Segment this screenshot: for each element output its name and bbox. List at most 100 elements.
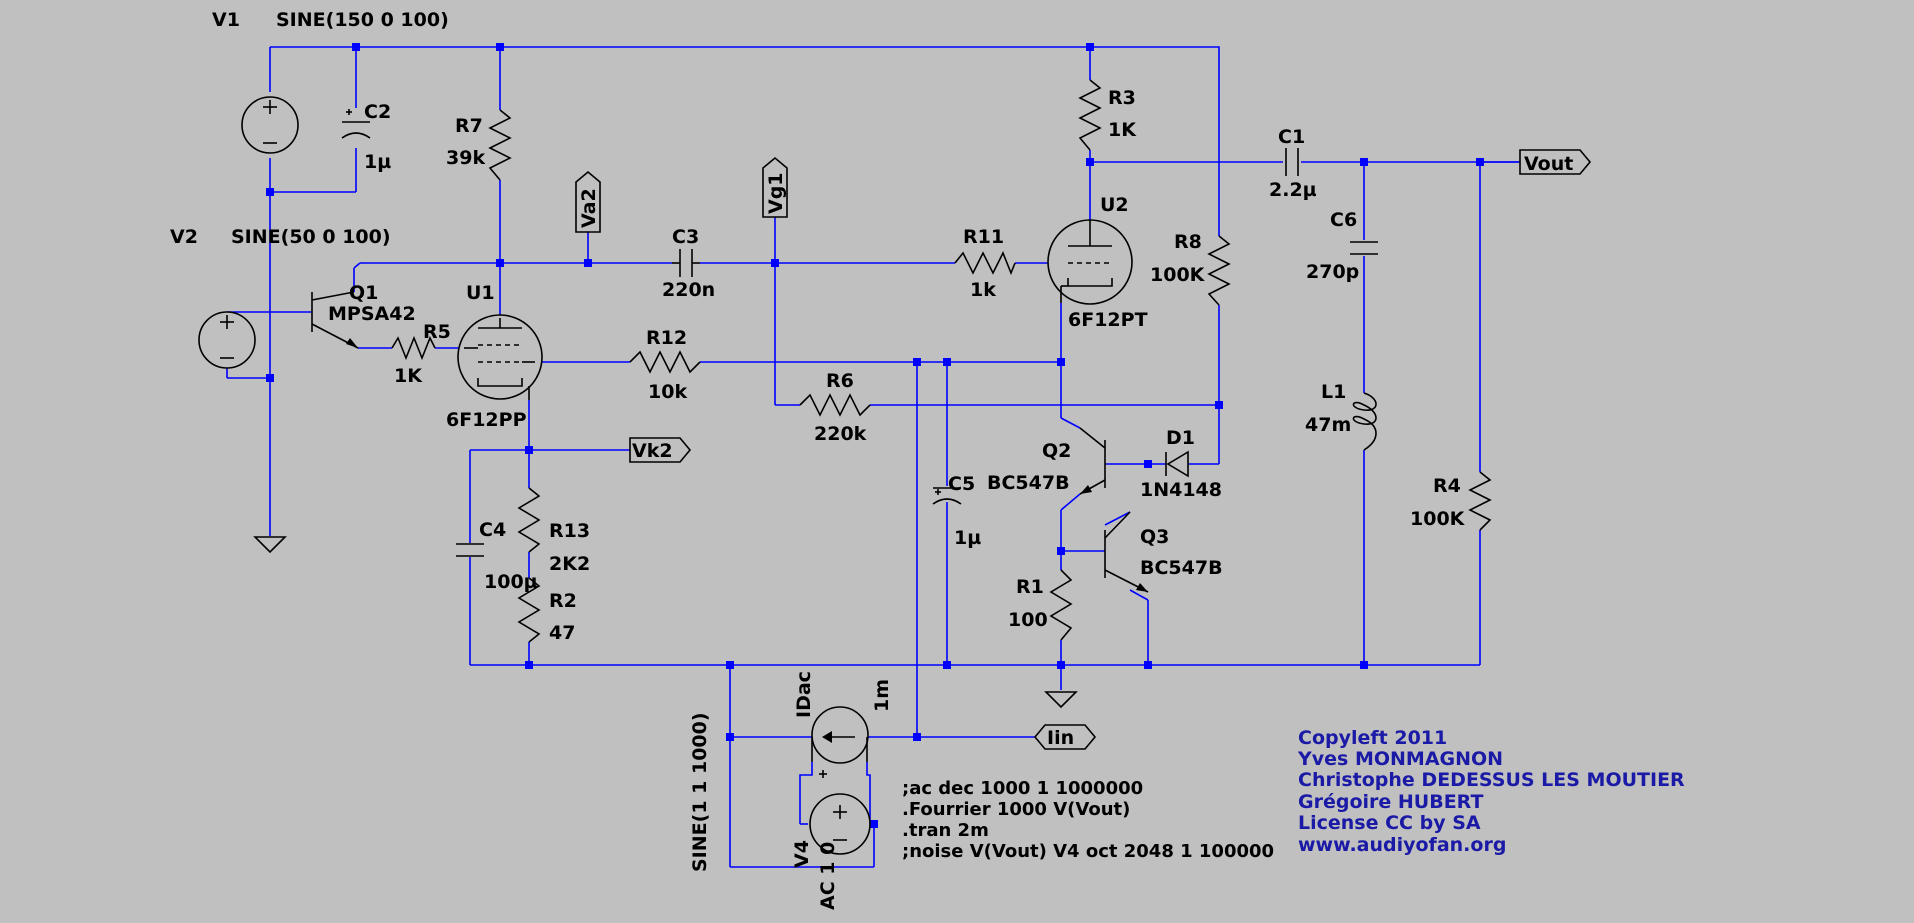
r1-value: 100	[1008, 609, 1048, 631]
r6-resistor-symbol	[799, 393, 871, 417]
wires	[226, 46, 1520, 868]
u2-name: U2	[1100, 194, 1129, 216]
r5-resistor-symbol	[391, 335, 436, 361]
net-label-iin: Iin	[1033, 724, 1097, 750]
c1-value: 2.2µ	[1269, 179, 1317, 201]
r7-value: 39k	[446, 147, 485, 169]
r4-name: R4	[1433, 475, 1461, 497]
u2-tube-symbol	[1047, 219, 1133, 305]
r6-name: R6	[826, 370, 854, 392]
svg-text:Vk2: Vk2	[632, 440, 673, 462]
v2-name: V2	[170, 226, 198, 248]
c4-value: 100µ	[484, 571, 538, 593]
r2-value: 47	[549, 622, 575, 644]
r8-name: R8	[1174, 231, 1202, 253]
c5-capacitor-symbol	[932, 487, 962, 505]
ground-symbol	[253, 536, 1078, 709]
c2-value: 1µ	[364, 151, 391, 173]
c3-capacitor-symbol	[672, 249, 700, 277]
d1-value: 1N4148	[1140, 479, 1222, 501]
idac-value: 1m	[871, 679, 893, 712]
r6-value: 220k	[814, 423, 867, 445]
c1-capacitor-symbol	[1285, 148, 1299, 176]
c2-capacitor-symbol	[341, 109, 371, 139]
directive-noise: ;noise V(Vout) V4 oct 2048 1 100000	[902, 841, 1274, 862]
r7-resistor-symbol	[488, 109, 512, 181]
r1-resistor-symbol	[1049, 569, 1073, 641]
credit-line: www.audiyofan.org	[1298, 834, 1506, 856]
q2-name: Q2	[1042, 440, 1071, 462]
c6-capacitor-symbol	[1350, 241, 1378, 255]
directive-fourier: .Fourrier 1000 V(Vout)	[902, 799, 1130, 820]
v4-ac: AC 1 0	[817, 842, 839, 910]
svg-text:Vg1: Vg1	[765, 172, 787, 214]
l1-inductor-symbol	[1352, 392, 1377, 451]
c2-name: C2	[364, 101, 391, 123]
r13-name: R13	[549, 520, 590, 542]
c6-value: 270p	[1306, 261, 1359, 283]
r11-resistor-symbol	[954, 251, 1016, 276]
r8-value: 100K	[1150, 264, 1206, 286]
credit-line: License CC by SA	[1298, 812, 1481, 834]
q2-value: BC547B	[987, 472, 1070, 494]
v4-source-symbol	[809, 770, 871, 855]
idac-name: IDac	[793, 671, 815, 718]
q3-transistor-symbol	[1104, 511, 1149, 593]
r12-value: 10k	[648, 381, 687, 403]
c3-value: 220n	[662, 279, 715, 301]
u2-value: 6F12PT	[1068, 309, 1148, 331]
u1-name: U1	[466, 282, 495, 304]
credit-line: Grégoire HUBERT	[1298, 791, 1483, 813]
v1-value: SINE(150 0 100)	[276, 9, 449, 31]
svg-text:Vout: Vout	[1524, 153, 1573, 175]
u1-tube-symbol	[457, 314, 543, 400]
c4-capacitor-symbol	[456, 543, 484, 557]
l1-value: 47m	[1305, 414, 1351, 436]
q1-value: MPSA42	[328, 303, 416, 325]
q3-value: BC547B	[1140, 557, 1223, 579]
r1-name: R1	[1016, 576, 1044, 598]
net-label-vg1: Vg1	[762, 156, 788, 218]
r7-name: R7	[455, 115, 483, 137]
credit-line: Yves MONMAGNON	[1297, 748, 1503, 770]
v1-source-symbol	[241, 96, 299, 154]
idac-current-source-symbol	[811, 706, 869, 764]
r12-name: R12	[646, 327, 687, 349]
u1-value: 6F12PP	[446, 409, 527, 431]
directive-ac: ;ac dec 1000 1 1000000	[902, 778, 1143, 799]
svg-text:Va2: Va2	[578, 188, 600, 228]
component-labels: V1 SINE(150 0 100) V2 SINE(50 0 100) C2 …	[170, 9, 1466, 910]
r3-name: R3	[1108, 87, 1136, 109]
svg-text:Iin: Iin	[1047, 727, 1074, 749]
r3-value: 1K	[1108, 119, 1137, 141]
v1-name: V1	[212, 9, 240, 31]
r3-resistor-symbol	[1078, 79, 1102, 151]
r2-name: R2	[549, 590, 577, 612]
c5-name: C5	[948, 473, 975, 495]
r8-resistor-symbol	[1207, 235, 1231, 306]
net-label-vout: Vout	[1519, 149, 1592, 175]
r5-value: 1K	[394, 365, 423, 387]
r11-value: 1k	[970, 279, 996, 301]
r13-resistor-symbol	[517, 487, 541, 553]
net-label-vk2: Vk2	[629, 437, 692, 463]
d1-diode-symbol	[1165, 450, 1189, 478]
r12-resistor-symbol	[629, 350, 701, 374]
q1-transistor-symbol	[311, 291, 359, 349]
junction-dots	[266, 43, 1484, 828]
r4-resistor-symbol	[1468, 471, 1492, 531]
c3-name: C3	[672, 226, 699, 248]
r13-value: 2K2	[549, 553, 590, 575]
c1-name: C1	[1278, 126, 1305, 148]
r4-value: 100K	[1410, 508, 1466, 530]
q1-name: Q1	[349, 282, 378, 304]
credits-block: Copyleft 2011 Yves MONMAGNON Christophe …	[1297, 727, 1685, 856]
credit-line: Christophe DEDESSUS LES MOUTIER	[1298, 769, 1685, 791]
l1-name: L1	[1321, 381, 1346, 403]
c4-name: C4	[479, 519, 506, 541]
directive-tran: .tran 2m	[902, 820, 989, 841]
v4-value: SINE(1 1 1000)	[689, 712, 711, 872]
d1-name: D1	[1166, 427, 1195, 449]
v4-name: V4	[791, 840, 813, 868]
